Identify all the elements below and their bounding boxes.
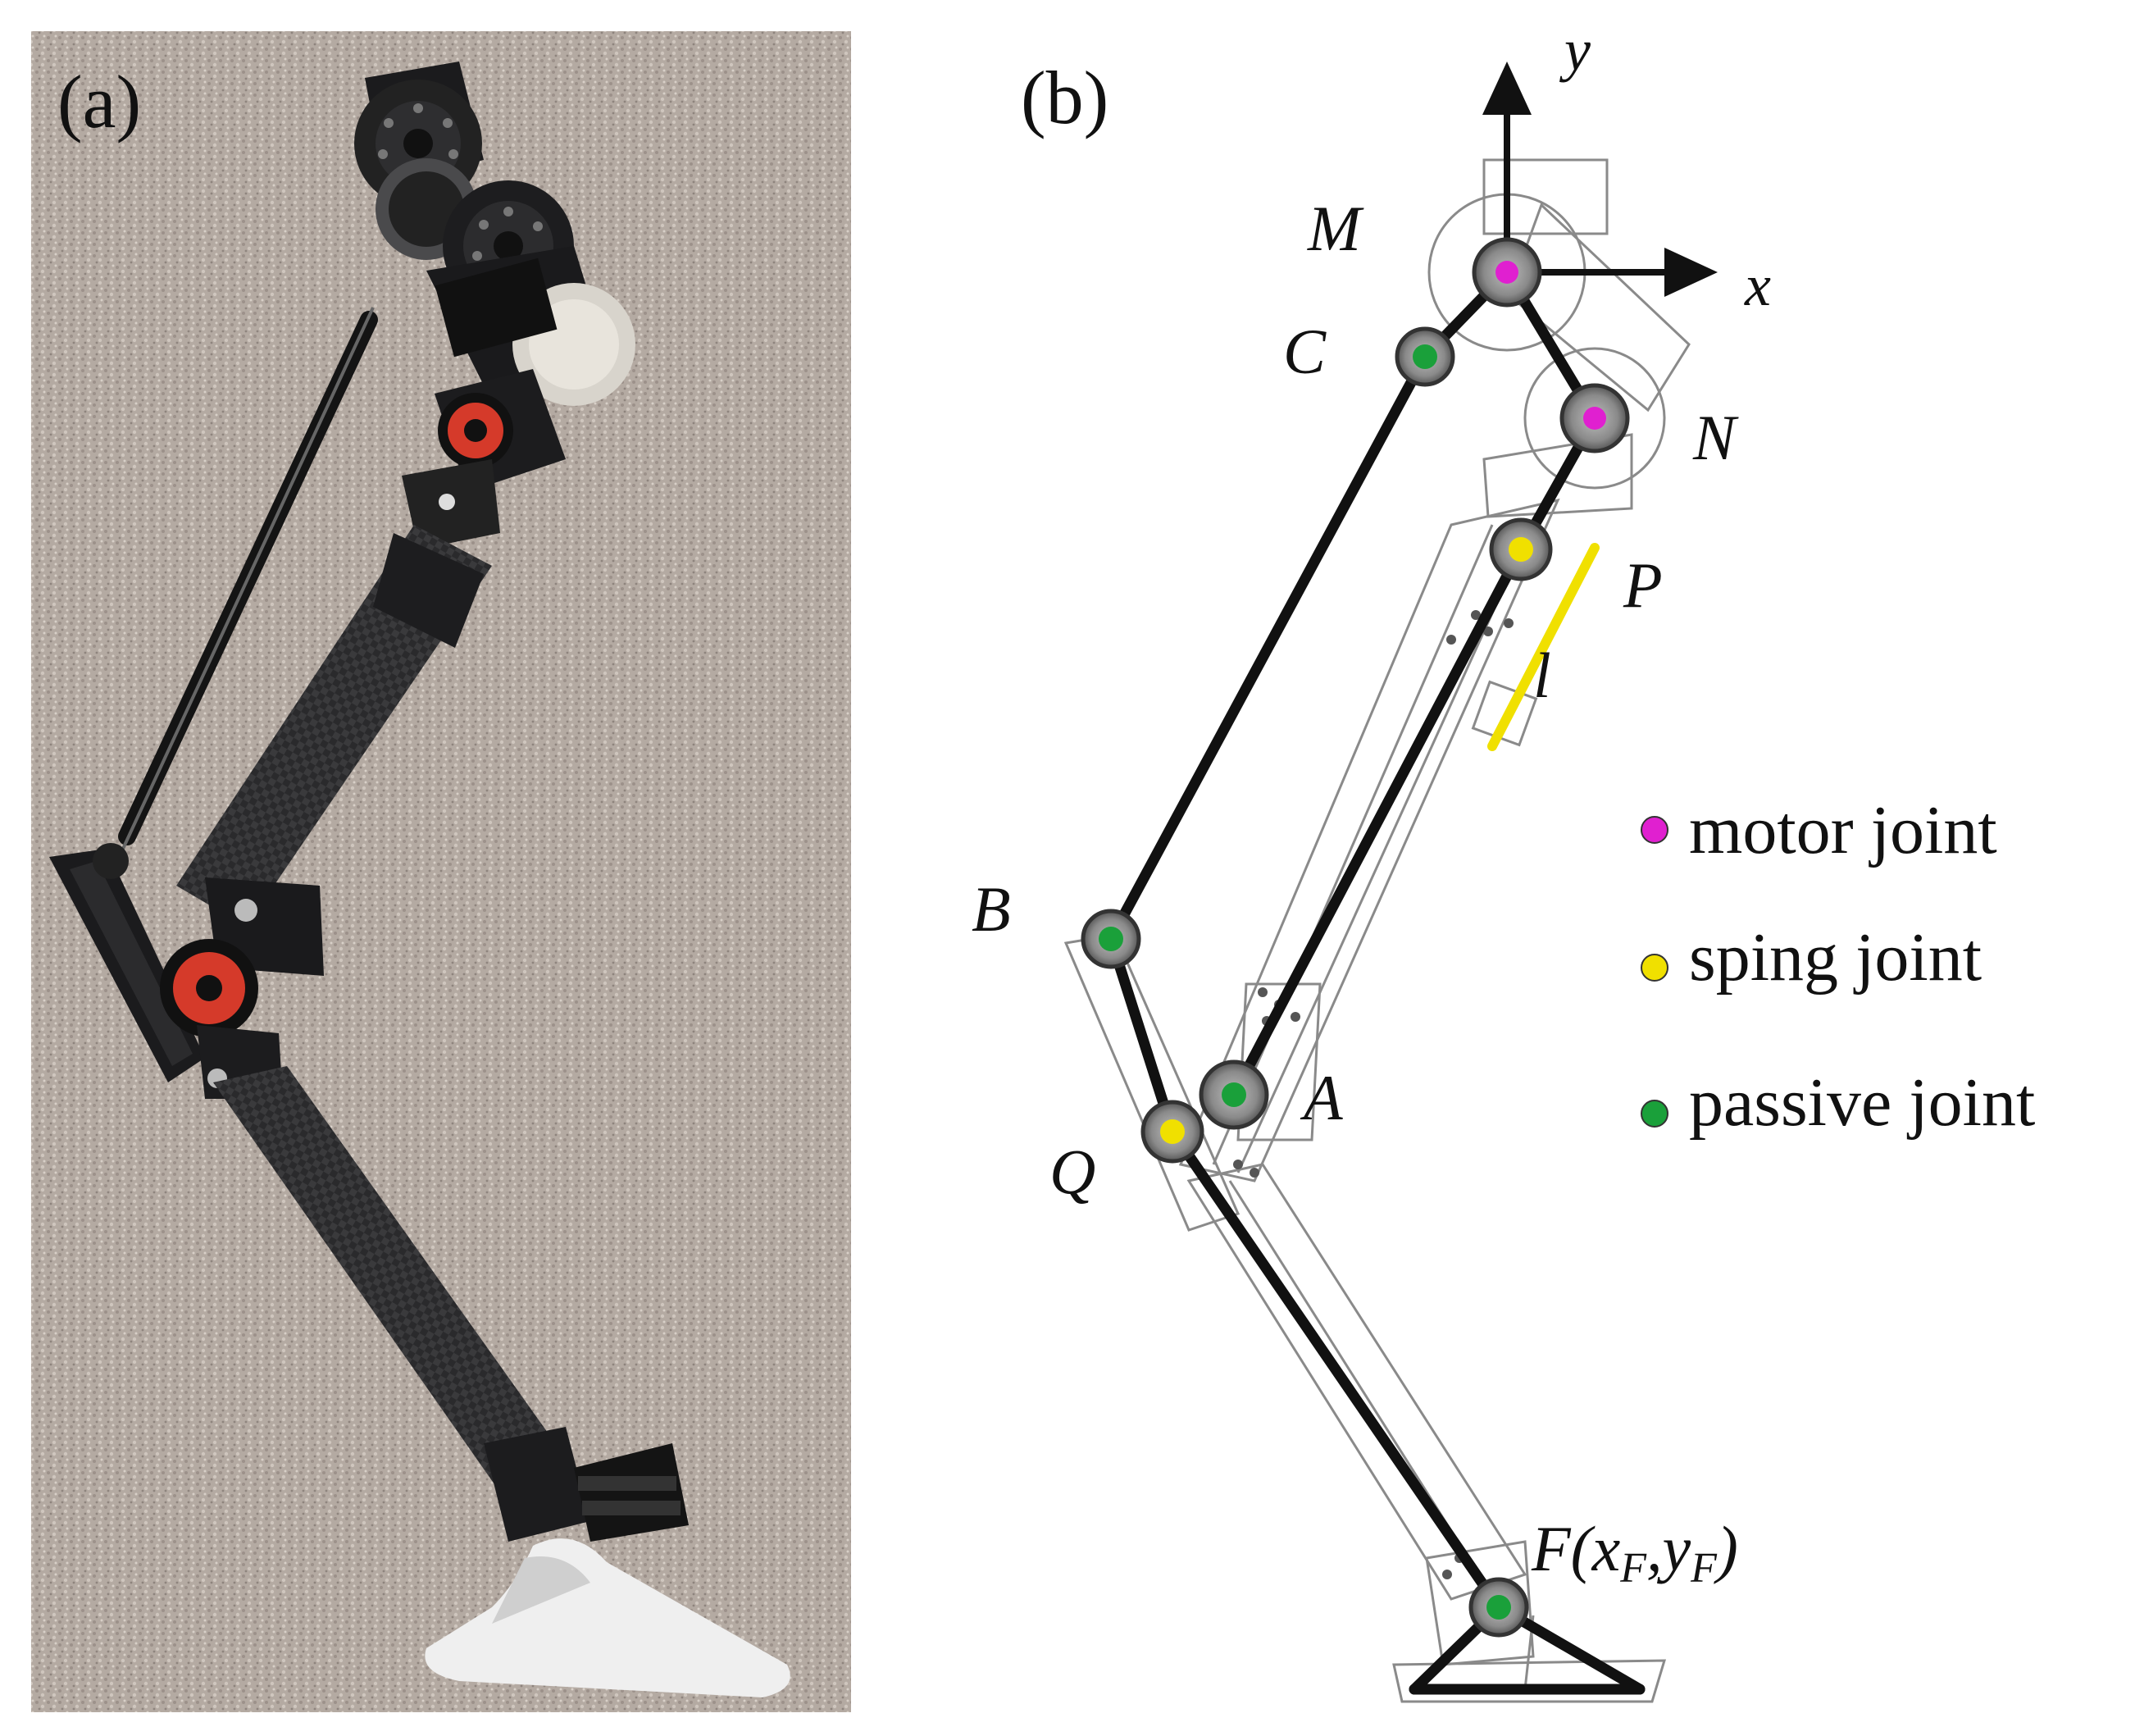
- y-axis-label: y: [1559, 17, 1591, 83]
- panel-label-b: (b): [1021, 56, 1108, 139]
- spring-l: [1487, 543, 1600, 751]
- shank-carbon-tube: [213, 1066, 570, 1492]
- knee-motor-top: [402, 369, 566, 549]
- knee-bracket: [49, 843, 324, 1099]
- legend-item-spring: sping joint: [1641, 919, 1982, 996]
- joint-M: [1472, 237, 1542, 308]
- label-C: C: [1283, 316, 1327, 387]
- y-arrowhead: [1482, 62, 1532, 115]
- label-l: l: [1533, 640, 1551, 711]
- joint-N: [1559, 383, 1630, 453]
- ankle-foot: [425, 1427, 790, 1697]
- label-Q: Q: [1049, 1136, 1095, 1207]
- bolt-marks: [1233, 610, 1514, 1579]
- legend: motor joint sping joint passive joint: [1641, 792, 2035, 1141]
- link-QF: [1167, 1126, 1505, 1613]
- joint-A: [1199, 1059, 1269, 1130]
- legend-item-passive: passive joint: [1641, 1064, 2035, 1141]
- label-N: N: [1692, 402, 1739, 473]
- hip-motor-assembly: [354, 62, 635, 406]
- legend-marker-passive: [1641, 1100, 1668, 1128]
- legend-item-motor: motor joint: [1641, 792, 1997, 868]
- link-BQ: [1105, 933, 1178, 1137]
- joint-F: [1468, 1577, 1529, 1638]
- joint-Q: [1140, 1100, 1204, 1164]
- joint-P: [1489, 517, 1553, 581]
- legend-label-passive: passive joint: [1689, 1064, 2035, 1141]
- legend-marker-motor: [1641, 816, 1668, 844]
- push-rod-highlight: [121, 307, 375, 850]
- legend-label-motor: motor joint: [1689, 792, 1997, 868]
- x-axis-label: x: [1744, 253, 1771, 318]
- panel-label-a: (a): [57, 60, 141, 144]
- link-CB: [1105, 351, 1431, 945]
- label-A: A: [1300, 1062, 1343, 1133]
- linkage-bars: [1105, 267, 1646, 1695]
- legend-marker-spring: [1641, 954, 1668, 982]
- label-B: B: [972, 873, 1011, 945]
- schematic-panel-b: M C N P l B A Q F(xF,yF) y x motor joint…: [972, 17, 2035, 1703]
- label-M: M: [1307, 193, 1364, 264]
- label-P: P: [1623, 549, 1663, 621]
- legend-label-spring: sping joint: [1689, 919, 1982, 996]
- label-F: F(xF,yF): [1531, 1513, 1738, 1592]
- photo-panel-a: [31, 31, 851, 1712]
- x-arrowhead: [1664, 248, 1718, 297]
- carpet-background: [31, 31, 851, 1712]
- joint-B: [1081, 909, 1141, 969]
- joint-C: [1395, 326, 1455, 387]
- link-PA: [1228, 544, 1527, 1100]
